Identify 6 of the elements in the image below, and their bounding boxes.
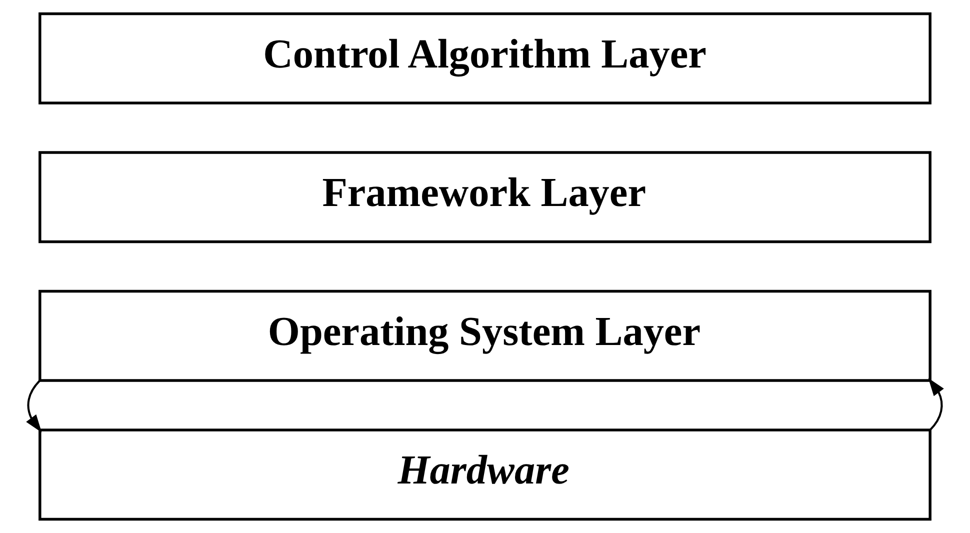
arrow: [928, 378, 944, 431]
arrow: [26, 380, 42, 432]
node-box: Control Algorithm Layer: [38, 12, 932, 104]
node-box: Hardware: [38, 428, 932, 521]
node-box: Framework Layer: [38, 151, 932, 244]
node-box: Operating System Layer: [38, 290, 932, 382]
